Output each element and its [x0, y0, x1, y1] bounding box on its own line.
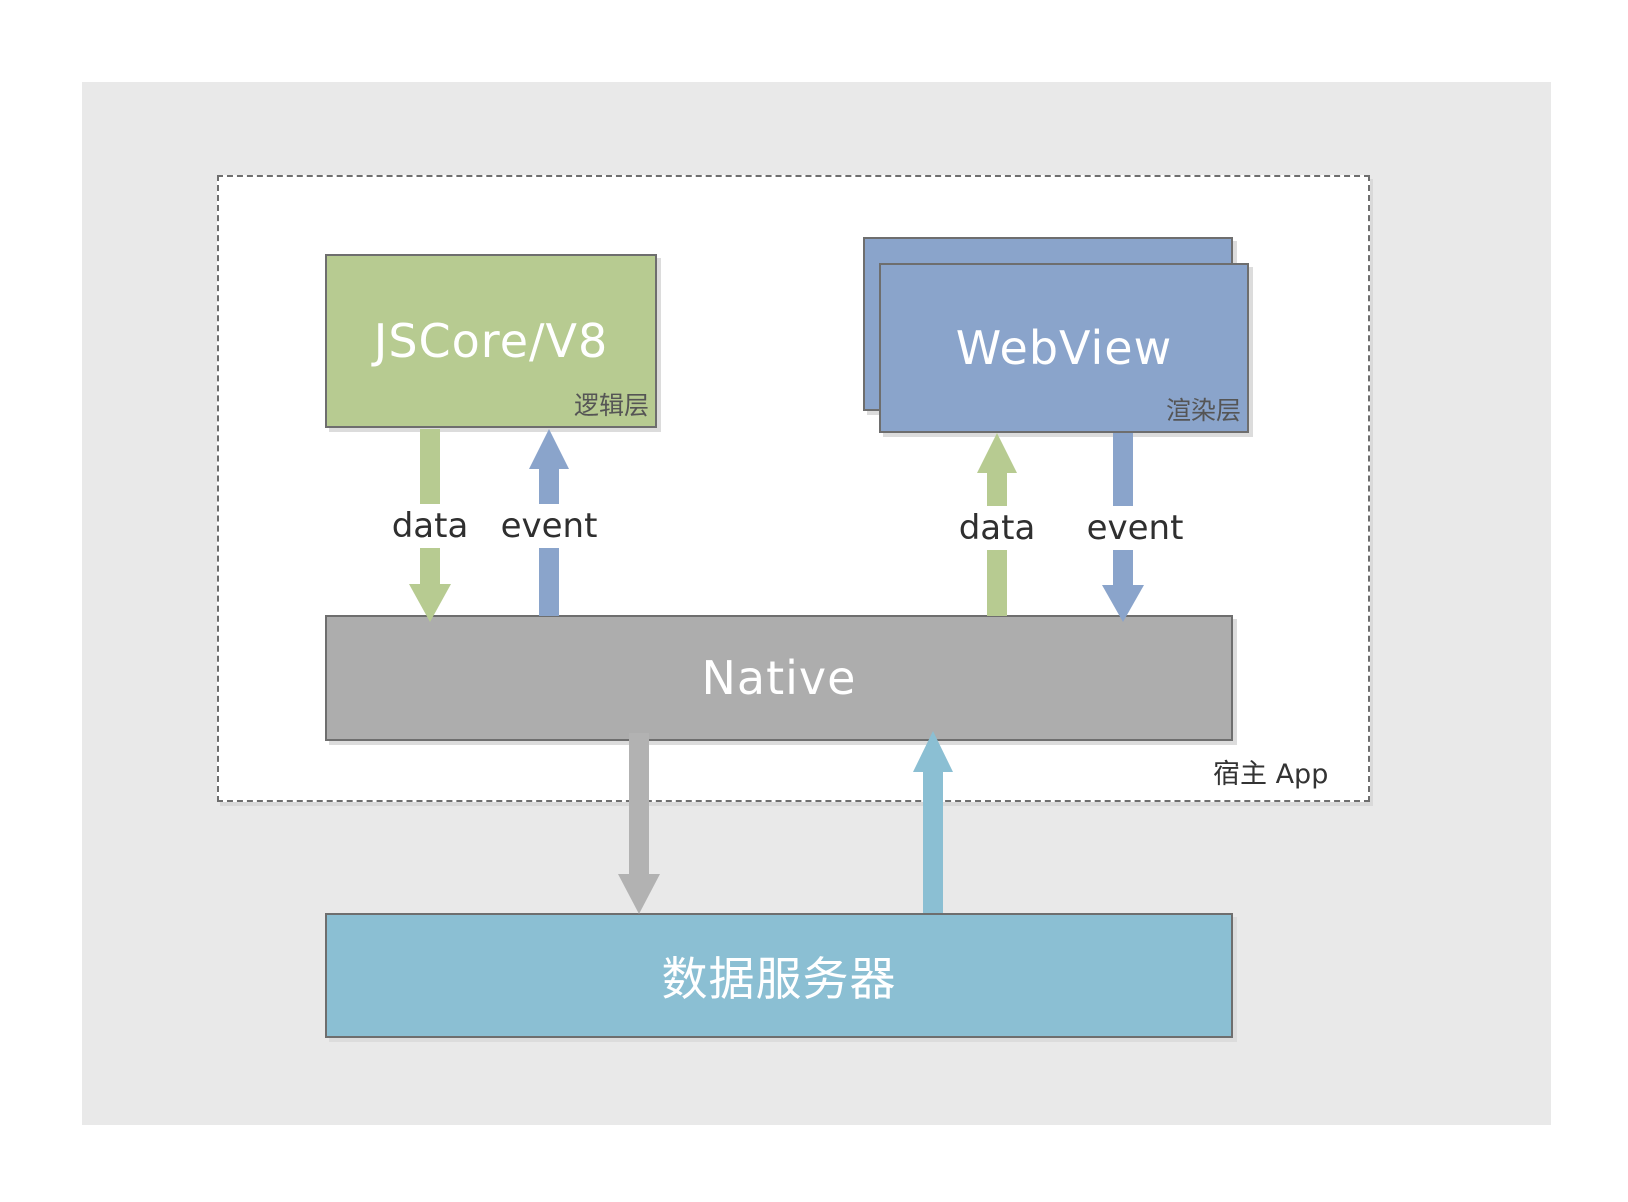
- arrow-logic-data: [409, 429, 451, 622]
- host-app-label: 宿主 App: [1213, 759, 1329, 790]
- logic-layer-title: JSCore/V8: [373, 314, 609, 368]
- flow-label-logic-event: event: [500, 506, 598, 546]
- render-layer-subtitle: 渲染层: [1165, 396, 1241, 425]
- arrow-native-to-server: [618, 733, 660, 914]
- native-title: Native: [701, 651, 857, 705]
- flow-label-logic-data: data: [391, 506, 469, 546]
- arrow-render-event: [1102, 433, 1144, 622]
- flow-label-render-event: event: [1086, 508, 1184, 548]
- data-server-title: 数据服务器: [661, 951, 897, 1006]
- data-server-box: 数据服务器: [325, 913, 1233, 1038]
- native-box: Native: [325, 615, 1233, 741]
- arrow-server-to-native: [913, 731, 953, 913]
- render-layer-title: WebView: [955, 321, 1173, 375]
- logic-layer-subtitle: 逻辑层: [573, 391, 649, 420]
- arrow-logic-event: [529, 429, 569, 616]
- render-layer-box: WebView 渲染层: [879, 263, 1249, 433]
- flow-label-render-data: data: [958, 508, 1036, 548]
- arrow-render-data: [977, 433, 1017, 616]
- logic-layer-box: JSCore/V8 逻辑层: [325, 254, 657, 428]
